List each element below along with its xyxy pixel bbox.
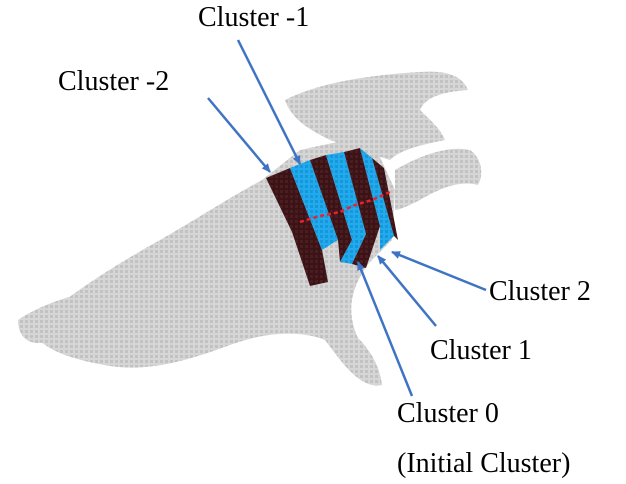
label-cluster-minus-2: Cluster -2: [58, 66, 170, 97]
cluster-band-1-dark: [344, 148, 380, 268]
label-cluster-1: Cluster 1: [430, 335, 532, 366]
arrow-cluster-2: [391, 250, 487, 292]
label-cluster-2: Cluster 2: [489, 276, 591, 307]
arrow-cluster-0: [356, 261, 414, 397]
label-cluster-minus-1: Cluster -1: [198, 2, 310, 33]
cluster-bands: [266, 148, 398, 286]
label-cluster-0: Cluster 0: [397, 398, 499, 429]
point-cloud-tail: [18, 290, 100, 344]
cluster-band-minus-1: [290, 160, 338, 250]
seed-line: [299, 190, 391, 224]
cluster-band-minus-2: [266, 168, 328, 286]
label-cluster-0-note: (Initial Cluster): [397, 448, 571, 479]
arrow-cluster-1: [377, 255, 437, 327]
point-cloud-finger-upper: [285, 71, 468, 160]
arrow-cluster-minus-2: [207, 97, 271, 173]
annotation-arrows: [207, 39, 487, 397]
point-cloud-finger-right: [395, 148, 482, 210]
point-cloud-object: [18, 71, 482, 386]
cluster-band-2: [372, 158, 398, 240]
cluster-band-0-dark: [310, 155, 352, 262]
cluster-band-0: [326, 152, 366, 264]
arrow-cluster-minus-1: [236, 39, 302, 165]
